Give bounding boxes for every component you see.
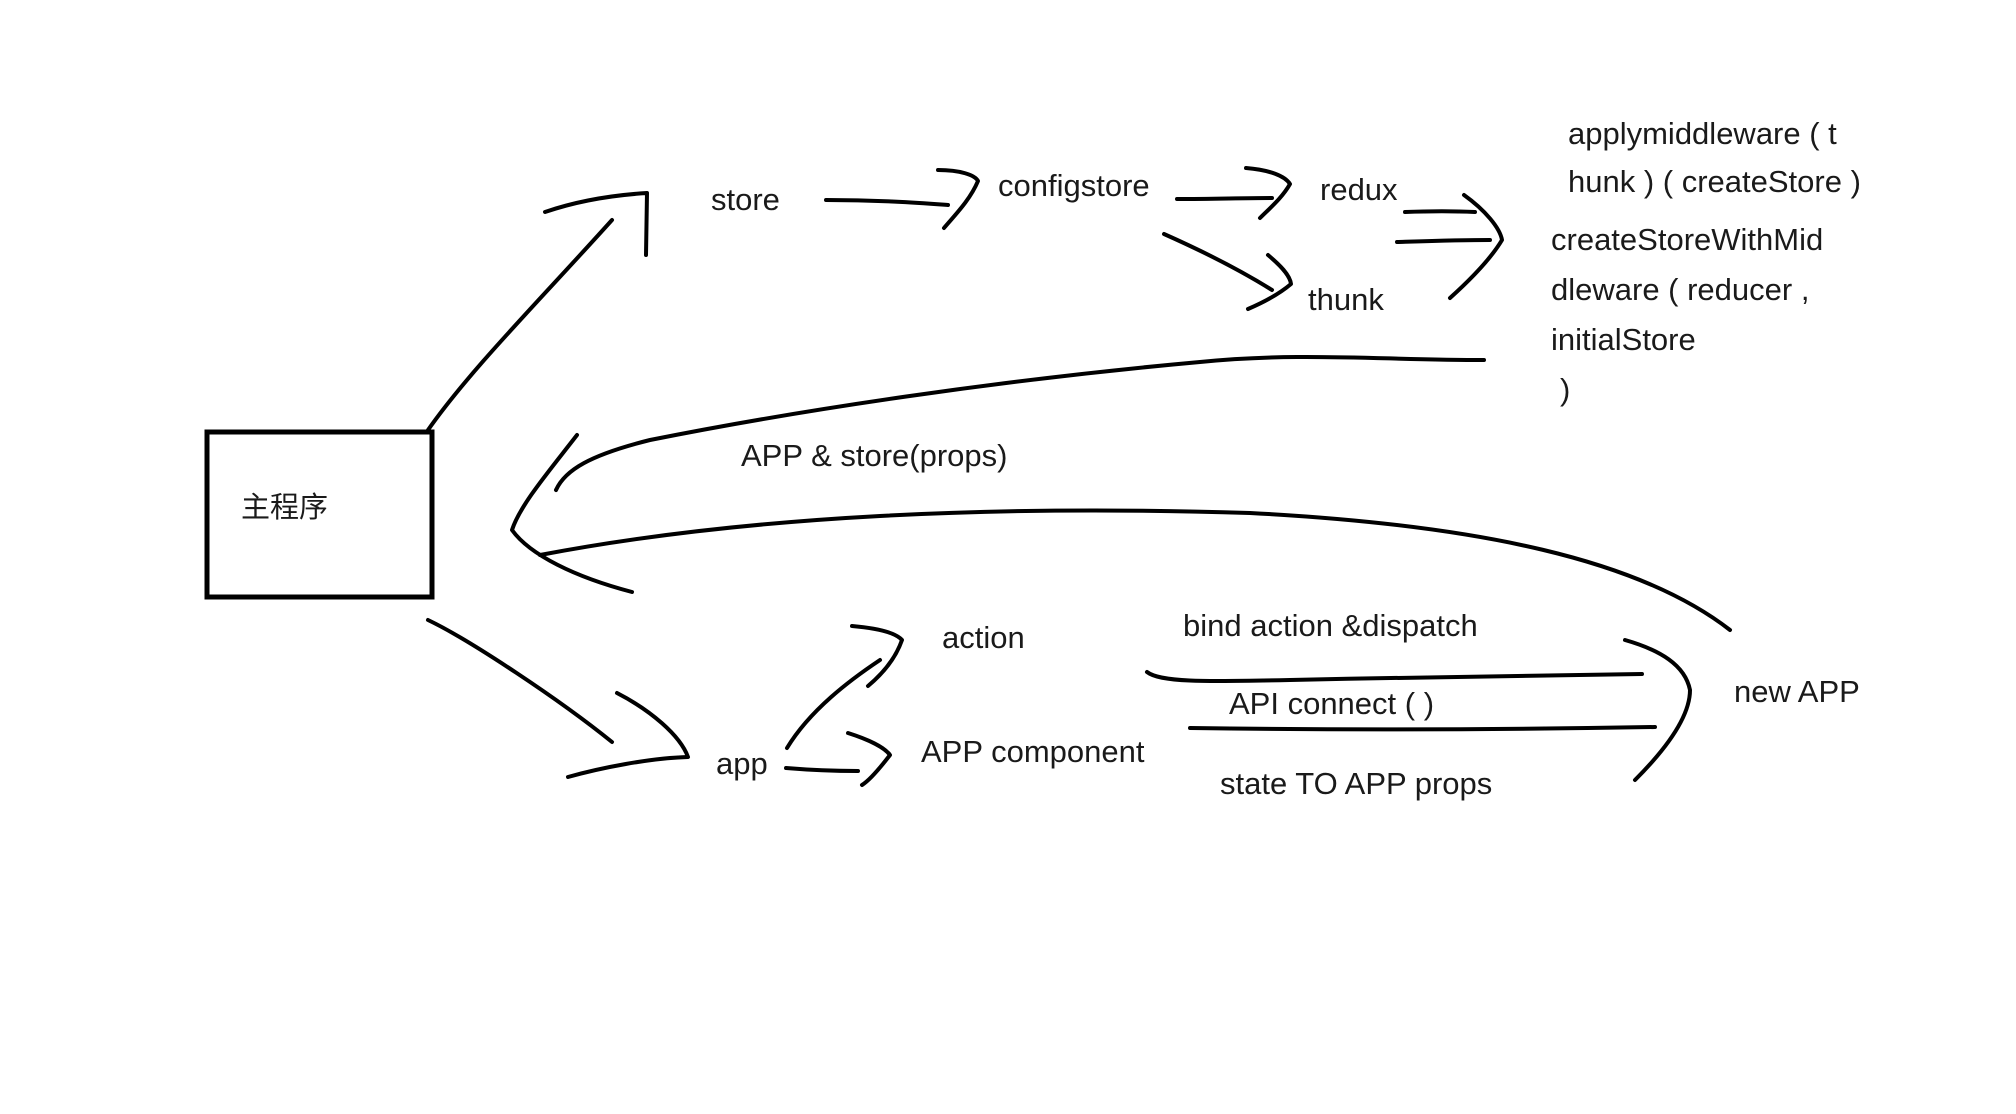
arrowhead-main-return	[510, 433, 634, 594]
arrow-configstore-to-thunk	[1162, 232, 1274, 292]
arrow-store-props-back	[554, 354, 1486, 492]
arrow-new-app-back	[538, 508, 1732, 632]
arrowhead-store	[543, 191, 649, 257]
arrow-redux-to-middleware-1	[1403, 209, 1477, 214]
state-to-app-props-label: state TO APP props	[1220, 766, 1493, 801]
arrow-main-to-store	[426, 218, 614, 432]
applymiddleware-line-2: hunk ) ( createStore )	[1568, 164, 1861, 199]
create-store-line-4: )	[1560, 372, 1571, 407]
create-store-line-2: dleware ( reducer ,	[1551, 272, 1810, 307]
app-label: app	[716, 746, 768, 781]
arrowhead-component	[846, 731, 892, 787]
arrowhead-new-app	[1623, 638, 1692, 782]
app-store-props-label: APP & store(props)	[741, 438, 1008, 473]
create-store-line-1: createStoreWithMid	[1551, 222, 1824, 257]
bind-action-dispatch-label: bind action &dispatch	[1183, 608, 1478, 643]
line-api-connect-top	[1145, 670, 1644, 684]
app-component-label: APP component	[921, 734, 1145, 769]
arrowhead-configstore	[936, 168, 980, 230]
arrowhead-middleware	[1448, 193, 1504, 300]
applymiddleware-line-1: applymiddleware ( t	[1568, 116, 1837, 151]
action-label: action	[942, 620, 1025, 655]
arrowhead-app	[566, 691, 690, 779]
arrow-app-to-component	[784, 766, 860, 773]
arrowhead-action	[850, 624, 904, 688]
arrowhead-thunk	[1246, 253, 1293, 311]
api-connect-label: API connect ( )	[1229, 686, 1435, 721]
arrowhead-redux	[1244, 166, 1292, 220]
arrow-redux-to-middleware-2	[1395, 238, 1492, 244]
configstore-label: configstore	[998, 168, 1150, 203]
main-program-label: 主程序	[241, 490, 329, 524]
redux-label: redux	[1320, 172, 1398, 207]
new-app-label: new APP	[1734, 674, 1860, 709]
line-api-connect-bottom	[1188, 725, 1657, 732]
create-store-line-3: initialStore	[1551, 322, 1696, 357]
arrow-store-to-configstore	[824, 198, 950, 207]
store-label: store	[711, 182, 780, 217]
thunk-label: thunk	[1308, 282, 1384, 317]
arrow-configstore-to-redux	[1175, 196, 1274, 201]
arrow-app-to-action	[785, 658, 882, 750]
main-program-box	[204, 429, 435, 600]
arrow-main-to-app	[426, 618, 614, 744]
